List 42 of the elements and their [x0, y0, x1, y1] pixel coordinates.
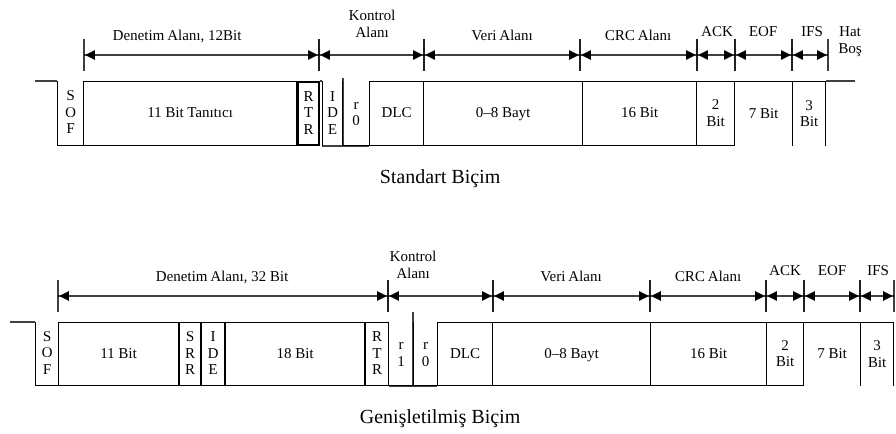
frame-field: 3 Bit [792, 81, 826, 146]
field-label: CRC Alanı [604, 28, 672, 46]
frame-field: 7 Bit [804, 322, 860, 386]
frame-field: 7 Bit [735, 81, 792, 146]
frame-field: 2 Bit [767, 322, 804, 386]
frame-field: RTR [297, 81, 320, 146]
frame-field: 0–8 Bayt [493, 322, 651, 386]
field-label: ACK [700, 24, 734, 42]
frame-field: DLC [437, 322, 493, 386]
field-label: CRC Alanı [674, 269, 742, 286]
field-label: EOF [748, 24, 778, 42]
frame-field: 16 Bit [583, 81, 697, 146]
frame-field: 2 Bit [697, 81, 735, 146]
field-label: Veri Alanı [470, 28, 534, 46]
frame-field: 3 Bit [860, 322, 894, 386]
frame-field: 0–8 Bayt [424, 81, 583, 146]
frame-field: r0 [413, 322, 437, 386]
frame-field: 11 Bit [58, 322, 179, 386]
field-label: ACK [768, 263, 802, 280]
frame-field: 16 Bit [651, 322, 767, 386]
field-label: IFS [800, 24, 824, 42]
field-label: EOF [816, 263, 848, 280]
frame-field: r1 [389, 322, 413, 386]
frame-field: 18 Bit [225, 322, 365, 386]
field-label: IFS [866, 263, 890, 280]
frame-field: IDE [201, 322, 225, 386]
frame-field: RTR [365, 322, 389, 386]
field-label: Kontrol Alanı [348, 8, 396, 42]
frame-field: DLC [369, 81, 424, 146]
frame-field: IDE [322, 81, 343, 146]
frame-field: SOF [57, 81, 83, 146]
frame-field: SOF [35, 322, 58, 386]
caption: Genişletilmiş Biçim [358, 406, 522, 429]
frame-field: 11 Bit Tanıtıcı [83, 81, 297, 146]
caption: Standart Biçim [378, 166, 502, 189]
field-label: Kontrol Alanı [388, 249, 438, 284]
field-label: Denetim Alanı, 12Bit [112, 28, 242, 46]
field-label: Hat Boş [837, 24, 863, 58]
field-label: Denetim Alanı, 32 Bit [154, 269, 290, 286]
field-label: Veri Alanı [539, 269, 603, 286]
frame-field: r0 [343, 81, 369, 146]
frame-field: SRR [179, 322, 201, 386]
